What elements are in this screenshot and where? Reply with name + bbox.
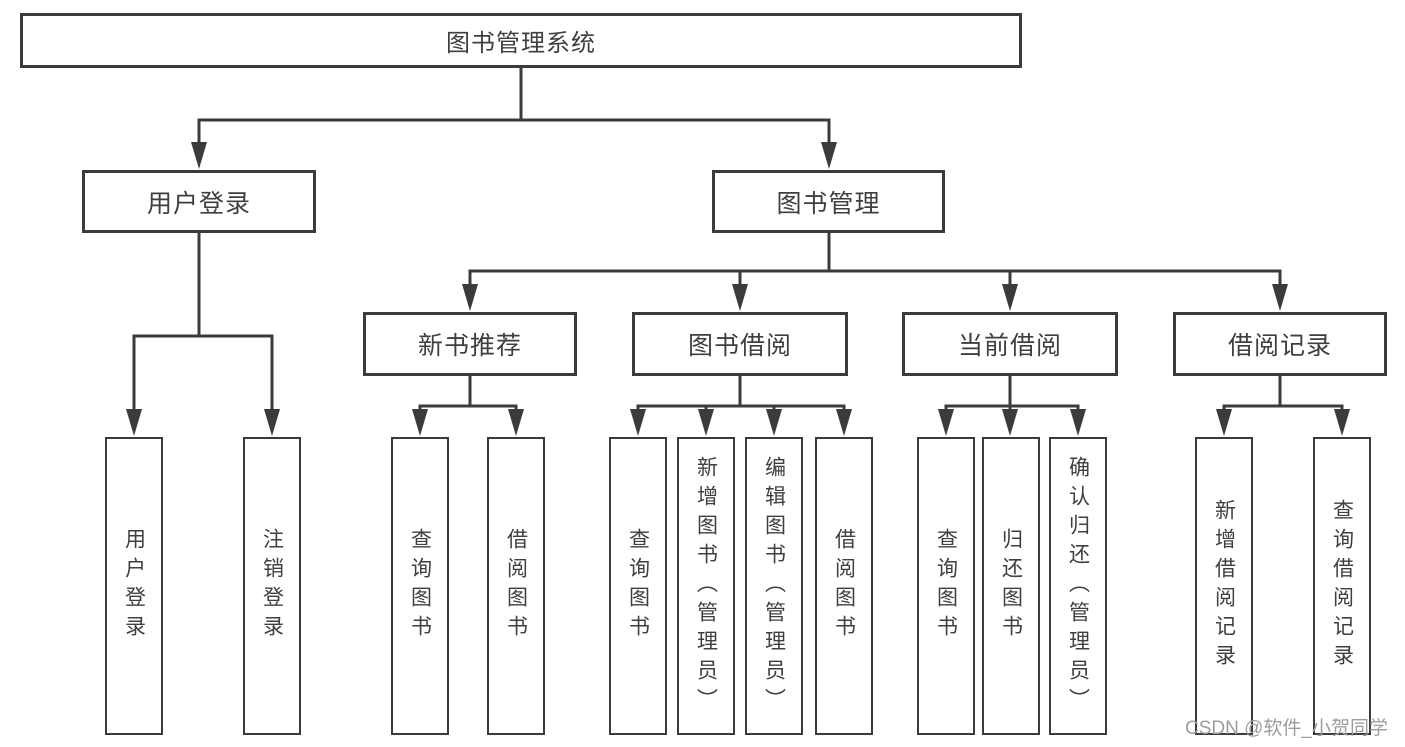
- leaf-query-books-1-label: 查询图书: [408, 528, 432, 644]
- leaf-return-books: 归还图书: [982, 437, 1040, 735]
- leaf-logout-label: 注销登录: [260, 528, 284, 644]
- leaf-query-books-3-label: 查询图书: [934, 528, 958, 644]
- node-new-book-recommend: 新书推荐: [363, 312, 577, 376]
- node-current-borrow: 当前借阅: [902, 312, 1118, 376]
- leaf-query-books-1: 查询图书: [391, 437, 449, 735]
- leaf-confirm-return-admin-label: 确认归还（管理员）: [1066, 455, 1090, 717]
- leaf-query-books-2: 查询图书: [609, 437, 667, 735]
- leaf-query-books-3: 查询图书: [917, 437, 975, 735]
- node-book-management: 图书管理: [712, 170, 945, 233]
- leaf-borrow-books-2: 借阅图书: [815, 437, 873, 735]
- leaf-query-borrow-record: 查询借阅记录: [1313, 437, 1371, 735]
- node-book-borrow: 图书借阅: [632, 312, 848, 376]
- node-book-borrow-label: 图书借阅: [687, 332, 792, 360]
- leaf-add-book-admin: 新增图书（管理员）: [677, 437, 735, 735]
- node-user-login-label: 用户登录: [146, 189, 251, 218]
- leaf-user-login: 用户登录: [105, 437, 163, 735]
- leaf-add-borrow-record: 新增借阅记录: [1195, 437, 1253, 735]
- leaf-query-borrow-record-label: 查询借阅记录: [1330, 499, 1354, 673]
- leaf-edit-book-admin: 编辑图书（管理员）: [745, 437, 803, 735]
- node-current-borrow-label: 当前借阅: [957, 332, 1062, 360]
- leaf-borrow-books-2-label: 借阅图书: [832, 528, 856, 644]
- node-borrow-records-label: 借阅记录: [1227, 332, 1332, 360]
- node-borrow-records: 借阅记录: [1173, 312, 1387, 376]
- leaf-add-borrow-record-label: 新增借阅记录: [1212, 499, 1236, 673]
- leaf-borrow-books-1: 借阅图书: [487, 437, 545, 735]
- leaf-edit-book-admin-label: 编辑图书（管理员）: [762, 455, 786, 717]
- node-new-book-recommend-label: 新书推荐: [417, 332, 522, 360]
- leaf-query-books-2-label: 查询图书: [626, 528, 650, 644]
- node-root-label: 图书管理系统: [446, 30, 596, 57]
- node-book-management-label: 图书管理: [776, 189, 881, 218]
- node-user-login: 用户登录: [82, 170, 316, 233]
- leaf-user-login-label: 用户登录: [122, 528, 146, 644]
- leaf-borrow-books-1-label: 借阅图书: [504, 528, 528, 644]
- leaf-confirm-return-admin: 确认归还（管理员）: [1049, 437, 1107, 735]
- leaf-add-book-admin-label: 新增图书（管理员）: [694, 455, 718, 717]
- node-root-library-system: 图书管理系统: [20, 13, 1022, 68]
- leaf-return-books-label: 归还图书: [999, 528, 1023, 644]
- leaf-logout: 注销登录: [243, 437, 301, 735]
- csdn-watermark: CSDN @软件_小贺同学: [1185, 718, 1388, 739]
